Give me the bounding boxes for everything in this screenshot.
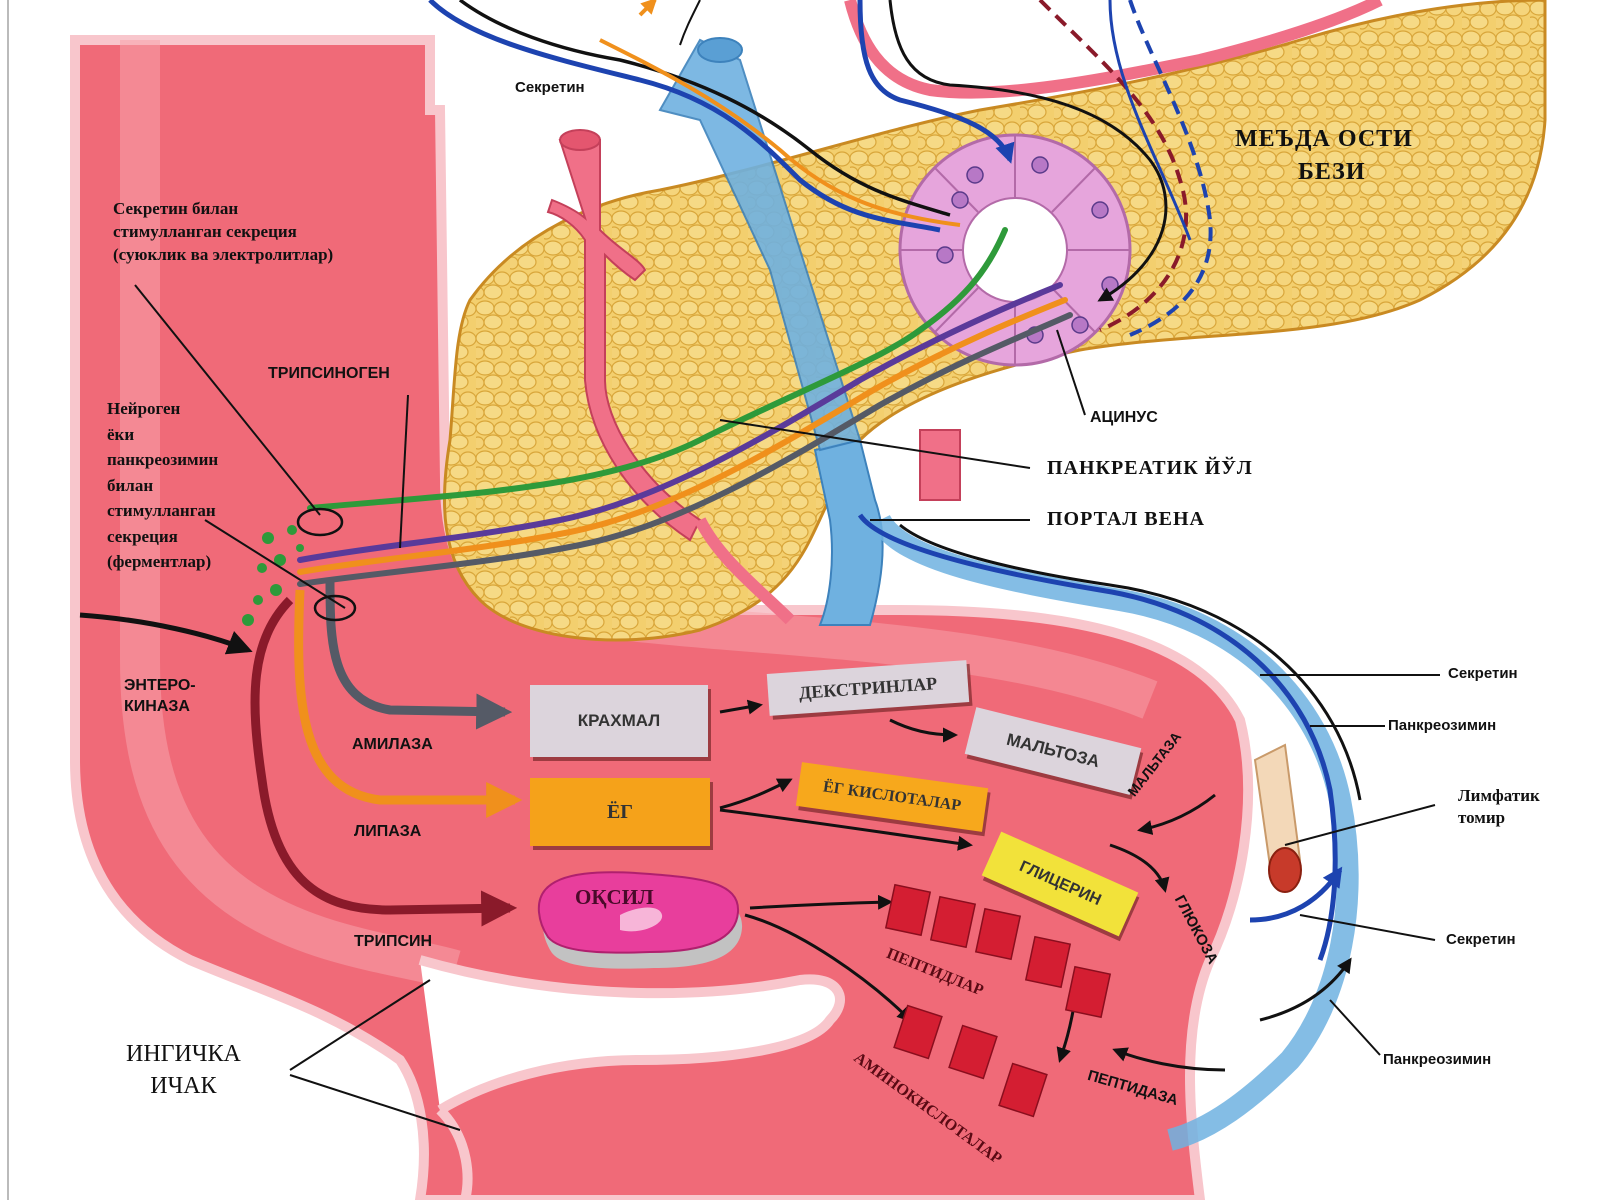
hormone-routes: [428, 0, 1213, 337]
label-secretin-top: Секретин: [515, 79, 585, 96]
box-fat: ЁГ: [530, 778, 710, 846]
label-secretin-stimulated: Секретин билан стимулланган секреция (су…: [113, 199, 334, 264]
enzyme-arrows: [79, 579, 523, 927]
product-arrows: [719, 699, 1226, 1072]
portal-vein: [658, 37, 884, 626]
leader-lines: [134, 284, 1440, 1131]
label-small-intestine: ИНГИЧКА ИЧАК: [126, 1041, 241, 1100]
label-amylase: АМИЛАЗА: [352, 736, 433, 753]
protein-blob: [537, 871, 743, 969]
peptide-blocks: [884, 883, 1112, 1118]
pancreas-title-line2: БЕЗИ: [1298, 159, 1366, 185]
label-neurogenic: Нейроген ёки панкреозимин билан стимулла…: [107, 399, 219, 571]
label-pancreozymin-right-1: Панкреозимин: [1388, 717, 1497, 734]
label-acinus: АЦИНУС: [1090, 409, 1158, 426]
secretion-droplets: [242, 525, 304, 626]
acinus-illustration: [898, 133, 1132, 367]
blood-routes-right: [857, 513, 1362, 1151]
label-trypsinogen: ТРИПСИНОГЕН: [268, 365, 390, 382]
box-starch: КРАХМАЛ: [530, 685, 708, 757]
label-lymph-vessel: Лимфатик томир: [1458, 786, 1540, 828]
lymph-vessel: [1253, 743, 1302, 893]
pancreatic-duct-strands: [297, 227, 1073, 587]
label-enterokinase: ЭНТЕРО- КИНАЗА: [124, 677, 196, 715]
label-secretin-right-1: Секретин: [1448, 665, 1518, 682]
label-pancreozymin-right-2: Панкреозимин: [1383, 1051, 1492, 1068]
label-lipase: ЛИПАЗА: [354, 823, 422, 840]
label-secretin-right-2: Секретин: [1446, 931, 1516, 948]
label-pancreatic-duct: ПАНКРЕАТИК ЙЎЛ: [1047, 457, 1253, 479]
pancreas-title-line1: МЕЪДА ОСТИ: [1235, 126, 1413, 152]
label-portal-vein: ПОРТАЛ ВЕНА: [1047, 508, 1205, 530]
label-trypsin: ТРИПСИН: [354, 933, 433, 950]
box-protein: ОҚСИЛ: [575, 885, 654, 909]
artery: [546, 0, 1383, 625]
